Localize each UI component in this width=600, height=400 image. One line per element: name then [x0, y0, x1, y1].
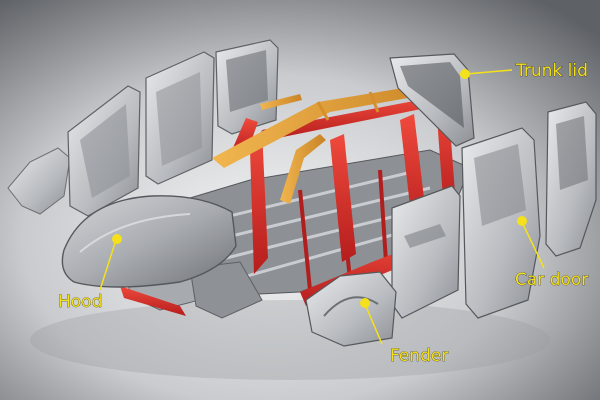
fender-marker	[360, 298, 370, 308]
a-pillar-red	[250, 130, 268, 274]
callout-fender: Fender	[360, 298, 449, 366]
trunk-lid-leader-line	[465, 69, 513, 75]
callout-car-door: Car door	[515, 216, 589, 290]
car-door-label: Car door	[515, 270, 588, 290]
front-fender-panel	[305, 271, 397, 347]
hood-leader-line	[99, 239, 117, 291]
b-pillar-red	[330, 134, 356, 262]
callout-hood: Hood	[58, 234, 122, 312]
rear-quarter-panel-part	[7, 147, 71, 215]
front-bumper-beam	[120, 286, 186, 316]
fender-leader-line	[364, 303, 383, 345]
fender-label: Fender	[390, 346, 448, 366]
car-door-leader-line	[521, 221, 545, 269]
trunk-lid-label: Trunk lid	[515, 61, 588, 81]
roof-rail-red	[262, 96, 446, 140]
hood-panel	[61, 195, 237, 288]
callout-trunk-lid: Trunk lid	[460, 61, 588, 81]
hood-marker	[112, 234, 122, 244]
hood-label: Hood	[58, 292, 102, 312]
car-door-marker	[517, 216, 527, 226]
trunk-lid-marker	[460, 69, 470, 79]
floor-shadow	[30, 300, 550, 380]
inner-pillar-orange	[280, 134, 326, 204]
